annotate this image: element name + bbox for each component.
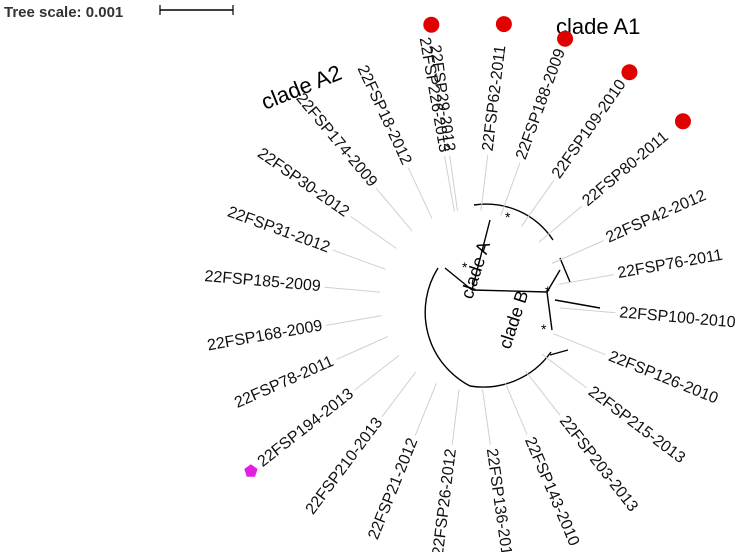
- red-circle-marker-22fsp188-2009: [557, 30, 574, 47]
- bootstrap-star-clade-a: *: [462, 259, 468, 275]
- leaf-leader-22fsp62-2011: [480, 155, 489, 211]
- leaf-label-22fsp168-2009: 22FSP168-2009: [206, 317, 324, 354]
- leaf-leader-22fsp100-2010: [559, 307, 616, 314]
- leaf-label-22fsp76-2011: 22FSP76-2011: [616, 247, 724, 282]
- leaf-leader-22fsp80-2011: [538, 205, 583, 243]
- leaf-label-22fsp62-2011: 22FSP62-2011: [480, 44, 510, 152]
- clade-a1-arc: [473, 203, 554, 241]
- leaf-leader-22fsp126-2010: [553, 333, 606, 356]
- leaf-leader-22fsp18-2012: [407, 167, 433, 219]
- leaf-leader-22fsp203-2013: [525, 370, 561, 416]
- leaf-label-22fsp188-2009: 22FSP188-2009: [513, 46, 569, 161]
- root-branch: [471, 289, 548, 293]
- clade-b-label: clade B: [495, 288, 533, 351]
- leaf-leader-22fsp143-2010: [504, 382, 528, 435]
- leaf-label-22fsp31-2012: 22FSP31-2012: [225, 204, 332, 257]
- leaf-label-22fsp136-2010: 22FSP136-2010: [483, 447, 516, 552]
- branch-22fsp100: [554, 299, 601, 309]
- clade-a2-arc: [424, 267, 471, 387]
- leaf-leader-22fsp136-2010: [482, 389, 491, 445]
- red-circle-marker-22fsp29-2012: [423, 16, 440, 33]
- leaf-leader-22fsp210-2013: [381, 371, 417, 417]
- leaf-label-22fsp78-2011: 22FSP78-2011: [232, 353, 336, 412]
- leaf-leader-22fsp194-2013: [354, 355, 400, 391]
- branch-22fsp215: [549, 349, 569, 356]
- red-circle-marker-22fsp62-2011: [495, 16, 512, 33]
- red-circle-marker-22fsp109-2010: [621, 64, 638, 81]
- leaf-label-22fsp143-2010: 22FSP143-2010: [521, 435, 582, 549]
- leaf-leader-22fsp21-2012: [414, 383, 437, 436]
- clade-a2-stem: [444, 267, 473, 291]
- clade-b-arc: [469, 351, 552, 388]
- leaf-leader-22fsp42-2012: [552, 240, 604, 264]
- leaf-label-22fsp100-2010: 22FSP100-2010: [619, 304, 737, 331]
- leaf-leader-22fsp226-2013: [444, 156, 455, 212]
- leaf-label-22fsp26-2012: 22FSP26-2012: [430, 448, 460, 552]
- red-circle-marker-22fsp80-2011: [674, 113, 691, 130]
- tree-branches: [424, 203, 601, 388]
- leaf-leader-22fsp168-2009: [326, 315, 382, 326]
- branch-22fsp76: [559, 257, 571, 283]
- leaf-label-22fsp30-2012: 22FSP30-2012: [254, 145, 352, 221]
- leaf-label-22fsp42-2012: 22FSP42-2012: [603, 187, 708, 246]
- leaf-label-22fsp126-2010: 22FSP126-2010: [606, 348, 721, 407]
- bootstrap-star-clade-b-lower: *: [541, 321, 547, 337]
- leaf-leader-22fsp29-2012: [449, 155, 458, 211]
- leaf-label-22fsp18-2012: 22FSP18-2012: [354, 63, 415, 168]
- leaf-leader-22fsp215-2013: [541, 353, 587, 389]
- magenta-pentagon-marker-22fsp194-2013: [244, 464, 258, 477]
- clade-b-lower-stem: [546, 291, 553, 331]
- clade-b-upper-stem: [546, 269, 561, 293]
- leaf-label-22fsp185-2009: 22FSP185-2009: [204, 268, 322, 295]
- leaf-leader-22fsp76-2011: [558, 274, 614, 285]
- leaf-leader-22fsp188-2009: [500, 162, 521, 216]
- leaf-leader-22fsp109-2010: [521, 180, 555, 227]
- leaf-leader-22fsp78-2011: [336, 336, 388, 360]
- leaf-leader-22fsp185-2009: [324, 286, 381, 293]
- leaf-leader-22fsp174-2009: [375, 187, 413, 232]
- tree-scale-label: Tree scale: 0.001: [4, 4, 123, 21]
- bootstrap-star-clade-b: *: [545, 283, 551, 299]
- leaf-label-22fsp80-2011: 22FSP80-2011: [579, 128, 672, 210]
- leaf-leader-22fsp30-2012: [350, 215, 397, 249]
- leaf-leader-22fsp31-2012: [332, 249, 386, 270]
- leaf-leader-22fsp26-2012: [451, 389, 460, 445]
- clade-a1-stem: [471, 219, 491, 291]
- bootstrap-star-clade-a1: *: [505, 209, 511, 225]
- leaf-label-22fsp21-2012: 22FSP21-2012: [365, 436, 421, 542]
